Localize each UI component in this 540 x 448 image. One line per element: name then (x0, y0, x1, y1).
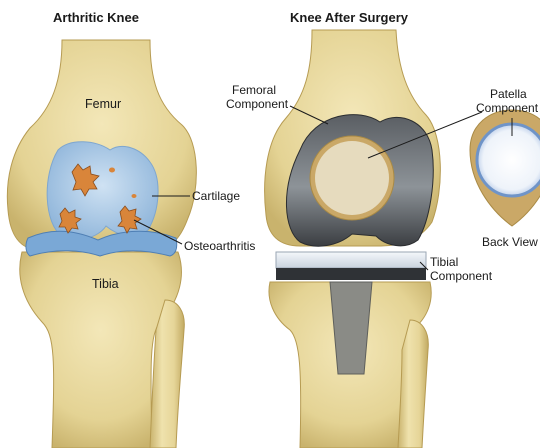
label-femoral-component-line2: Component (226, 97, 289, 111)
label-femur: Femur (85, 97, 121, 111)
label-osteoarthritis: Osteoarthritis (184, 239, 255, 253)
tibial-stem (330, 282, 372, 374)
label-tibial-component-line2: Component (430, 269, 493, 283)
title-arthritic-knee: Arthritic Knee (53, 10, 139, 25)
label-back-view: Back View (482, 235, 538, 249)
label-tibial-component-line1: Tibial (430, 255, 458, 269)
title-knee-after-surgery: Knee After Surgery (290, 10, 409, 25)
tibial-insert (276, 252, 426, 268)
patella-component-back (477, 124, 540, 196)
label-patella-component-line2: Component (476, 101, 539, 115)
label-cartilage: Cartilage (192, 189, 240, 203)
tibial-tray (276, 268, 426, 280)
label-tibia: Tibia (92, 277, 119, 291)
patella-front-surface (315, 141, 389, 215)
label-patella-component-line1: Patella (490, 87, 527, 101)
lesion-spot (132, 194, 137, 198)
label-femoral-component-line1: Femoral (232, 83, 276, 97)
lesion-spot (109, 168, 115, 173)
